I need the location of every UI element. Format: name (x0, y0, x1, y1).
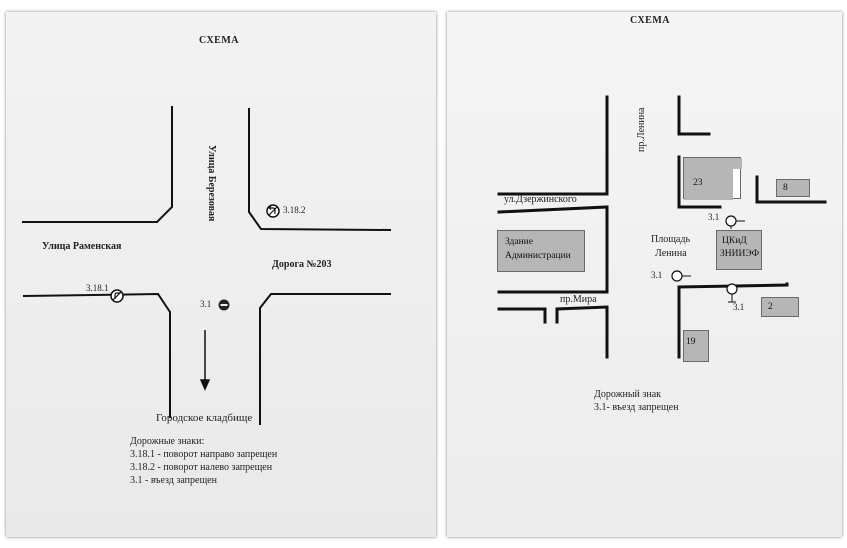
right-road-lines (497, 95, 827, 359)
right-legend-item: 3.1- въезд запрещен (594, 402, 679, 413)
road-203-label: Дорога №203 (272, 259, 332, 270)
building-23-label: 23 (693, 178, 703, 188)
left-legend-item: 3.18.1 - поворот направо запрещен (130, 449, 278, 460)
left-legend-item: 3.18.2 - поворот налево запрещен (130, 462, 273, 473)
left-legend: Дорожные знаки: 3.18.1 - поворот направо… (130, 435, 277, 487)
road-edge-mira-right (555, 305, 609, 359)
sign-c-label: 3.1 (733, 302, 745, 312)
left-scheme-page: СХЕМА Улица Березовая Улица Раменская До… (6, 12, 436, 537)
building-2-label: 2 (768, 302, 773, 312)
no-right-turn-icon (110, 289, 124, 303)
left-legend-item: 3.1 - въезд запрещен (130, 475, 217, 486)
right-legend: Дорожный знак 3.1- въезд запрещен (594, 388, 678, 414)
left-road-lines (22, 106, 392, 425)
road-edge-square-bottom (677, 282, 789, 289)
admin-building-label-2: Администрации (505, 251, 571, 261)
building-center-label-1: ЦКиД (722, 236, 747, 246)
right-legend-title: Дорожный знак (594, 389, 662, 400)
road-edge-admin-block (497, 205, 609, 294)
sign-3-1-label: 3.1 (200, 299, 212, 309)
road-edge-square-top (677, 155, 722, 209)
street-ramenskaya-label: Улица Раменская (42, 241, 122, 252)
building-19-label: 19 (686, 337, 696, 347)
no-left-turn-icon (266, 204, 280, 218)
admin-building: Здание Администрации (497, 230, 585, 272)
sign-3-18-1-label: 3.18.1 (86, 283, 109, 293)
road-edge-block-8 (755, 175, 827, 204)
right-title: СХЕМА (630, 15, 671, 26)
road-edge-top-right (248, 108, 392, 232)
direction-arrow-icon (199, 330, 211, 391)
building-center-label-2: ЗНИИЭФ (720, 249, 760, 259)
no-entry-icon (218, 298, 230, 311)
building-23: 23 (683, 157, 742, 200)
building-2: 2 (761, 297, 799, 317)
left-title: СХЕМА (199, 35, 240, 46)
no-entry-sign-icon (669, 269, 691, 283)
road-edge-bottom-left (22, 292, 171, 418)
road-edge-upper-right (677, 95, 711, 136)
road-edge-mira-left (497, 307, 547, 324)
left-legend-title: Дорожные знаки: (130, 436, 205, 447)
sign-a-label: 3.1 (708, 212, 720, 222)
no-entry-sign-icon (725, 282, 739, 304)
dzerzhinsky-label: ул.Дзержинского (504, 194, 577, 205)
no-entry-sign-icon (724, 215, 746, 229)
street-birch-label: Улица Березовая (206, 145, 217, 222)
building-8: 8 (776, 179, 810, 197)
right-scheme-page: СХЕМА пр.Ленина ул.Дзержинского пр.Мира … (447, 12, 842, 537)
road-edge-upper-left (497, 95, 609, 196)
sign-3-18-2-label: 3.18.2 (283, 205, 306, 215)
sign-b-label: 3.1 (651, 270, 663, 280)
square-label-2: Ленина (655, 248, 687, 259)
building-19: 19 (683, 330, 709, 362)
admin-building-label-1: Здание (505, 237, 533, 247)
cemetery-label: Городское кладбище (156, 412, 253, 424)
road-edge-bottom-right (259, 293, 391, 425)
prospekt-mira-label: пр.Мира (560, 294, 597, 305)
prospekt-lenina-label: пр.Ленина (636, 107, 647, 153)
building-8-label: 8 (783, 183, 788, 193)
square-label-1: Площадь (651, 234, 690, 245)
building-cultural-center: ЦКиД ЗНИИЭФ (716, 230, 762, 270)
road-edge-top-left (22, 106, 173, 223)
